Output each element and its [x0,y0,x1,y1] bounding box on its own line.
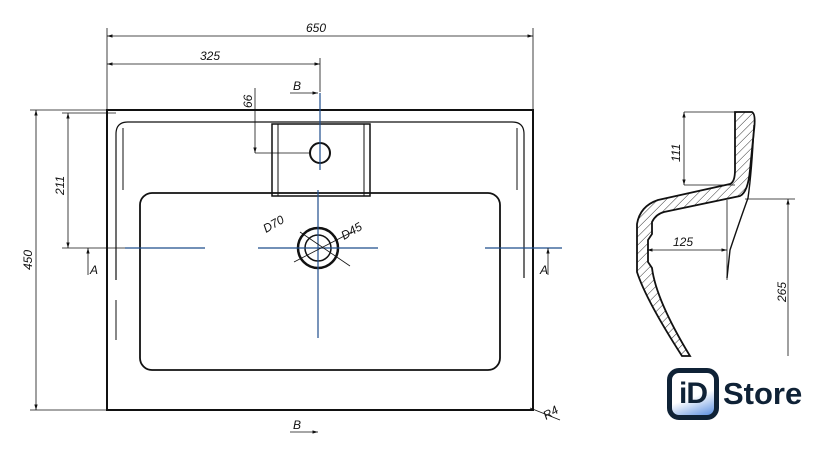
dim-125: 125 [673,235,693,249]
dim-d70: D70 [261,212,287,235]
idstore-logo: iD Store [667,368,802,420]
section-mark-a-left: A [89,263,98,277]
logo-text: Store [723,376,803,411]
center-axes [125,93,562,338]
section-mark-a-right: A [539,263,548,277]
dim-66: 66 [241,94,255,108]
dim-450: 450 [21,250,35,270]
sink-section-view [636,111,756,357]
dim-r4: R4 [541,403,562,423]
section-dimension-lines [647,111,795,356]
logo-icon: iD [667,368,719,420]
dim-d45: D45 [339,219,365,242]
rim-inner-line [115,121,525,278]
dim-650: 650 [306,21,326,35]
basin-outline [139,192,501,371]
dim-325: 325 [200,49,220,63]
section-mark-b-top: B [293,79,301,93]
dimension-lines [30,28,561,434]
tap-deck [271,123,371,197]
dim-111: 111 [669,144,683,162]
dim-211: 211 [53,176,67,196]
dim-265: 265 [775,282,789,303]
section-mark-b-bottom: B [293,418,301,432]
